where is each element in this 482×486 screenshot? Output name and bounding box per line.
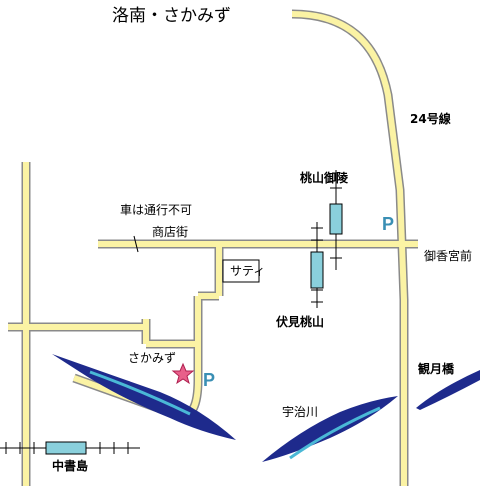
kangetsu-bridge-label: 観月橋 bbox=[418, 361, 455, 376]
uji-river-label: 宇治川 bbox=[282, 405, 318, 419]
nakashojima-label: 中書島 bbox=[52, 458, 88, 473]
map-title: 洛南・さかみず bbox=[112, 6, 231, 26]
fushimi-momoyama-label: 伏見桃山 bbox=[276, 314, 324, 329]
fushimi-momoyama-station bbox=[310, 251, 324, 289]
street-note-line1: 車は通行不可 bbox=[120, 203, 192, 217]
east-parking-label: P bbox=[382, 214, 394, 234]
satei-label: サティ bbox=[230, 264, 265, 278]
momoyama-goryo-label: 桃山御陵 bbox=[300, 170, 349, 185]
street-note-line2: 商店街 bbox=[152, 224, 188, 239]
shop-star-icon bbox=[171, 362, 195, 385]
roads bbox=[8, 9, 418, 486]
shop-parking-label: P bbox=[203, 370, 215, 390]
satei-store-box bbox=[222, 259, 260, 283]
gokonomiya-mae-label: 御香宮前 bbox=[424, 248, 472, 263]
shop-name-label: さかみず bbox=[128, 351, 176, 365]
route-24-label: 24号線 bbox=[410, 111, 451, 126]
nakashojima-station bbox=[45, 441, 87, 455]
momoyama-goryo-station bbox=[329, 203, 343, 235]
river-strokes bbox=[52, 354, 480, 462]
